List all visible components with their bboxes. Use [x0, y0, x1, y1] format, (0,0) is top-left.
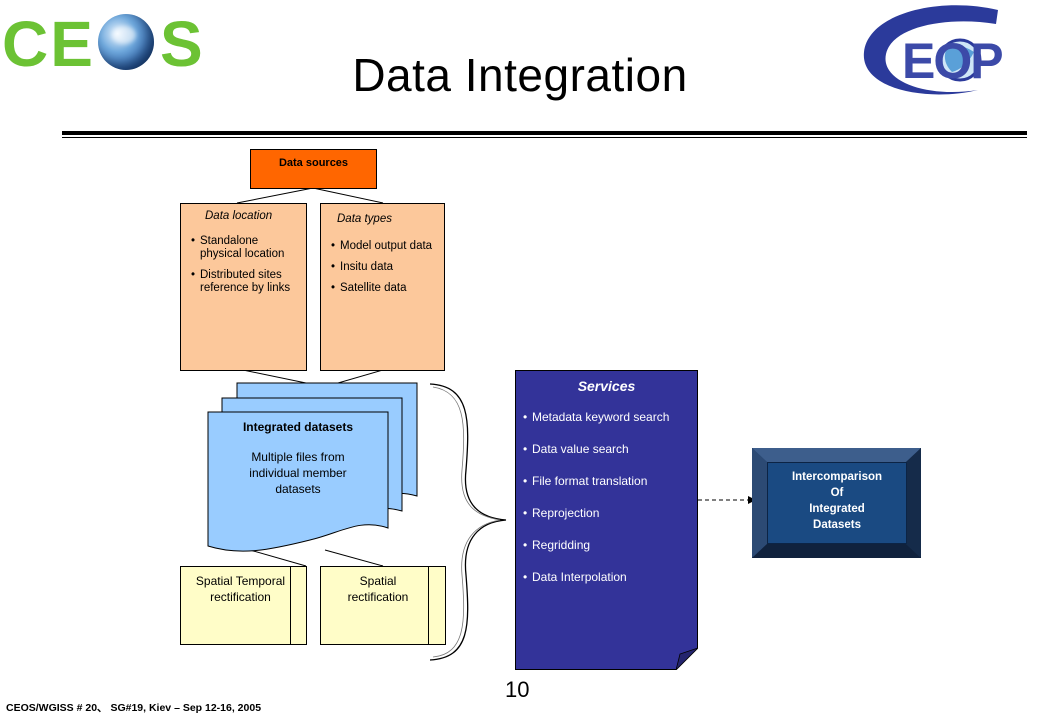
- services-item: Data Interpolation: [516, 570, 697, 602]
- integrated-datasets-stack: [207, 382, 418, 552]
- spatial-temporal-rectification-label: Spatial Temporal rectification: [195, 574, 286, 604]
- services-item: Regridding: [516, 538, 697, 570]
- title-divider: [62, 131, 1027, 135]
- services-title: Services: [577, 378, 636, 394]
- services-item: File format translation: [516, 474, 697, 506]
- connector-location-integrated: [242, 369, 307, 384]
- intercomparison-line: Of: [830, 487, 844, 499]
- data-types-box: Data types Model output data Insitu data…: [320, 203, 445, 371]
- intercomparison-line: Datasets: [813, 519, 861, 531]
- ceos-logo-letter-s: S: [160, 8, 205, 80]
- data-location-box: Data location Standalone physical locati…: [180, 203, 307, 371]
- brace-icon: [429, 383, 507, 661]
- footer-text: CEOS/WGISS # 20、 SG#19, Kiev – Sep 12-16…: [6, 702, 262, 714]
- rectification-left-bar: [290, 566, 291, 645]
- data-types-item: Insitu data: [330, 261, 436, 274]
- rectification-right-bar: [428, 566, 429, 645]
- page-number: 10: [505, 677, 530, 702]
- data-location-item: Standalone physical location: [190, 235, 298, 261]
- data-sources-box: Data sources: [250, 149, 377, 189]
- services-item: Data value search: [516, 442, 697, 474]
- intercomparison-bevel: [752, 448, 921, 558]
- ceop-logo-letters: EOP: [902, 33, 1004, 89]
- spatial-temporal-rectification-box: Spatial Temporal rectification: [180, 566, 307, 645]
- connector-integrated-left: [249, 549, 307, 567]
- connector-sources-location: [236, 187, 314, 204]
- page-fold-icon: [676, 648, 698, 670]
- data-location-item: Distributed sites reference by links: [190, 269, 298, 295]
- intercomparison-line: Intercomparison: [791, 471, 883, 483]
- services-item: Metadata keyword search: [516, 410, 697, 442]
- data-types-title: Data types: [337, 213, 392, 225]
- spatial-rectification-label: Spatial rectification: [347, 574, 409, 604]
- document-front-icon: [207, 411, 389, 552]
- page-title: Data Integration: [352, 49, 688, 101]
- connector-sources-types: [312, 187, 384, 204]
- integrated-datasets-desc: Multiple files from individual member da…: [249, 450, 347, 496]
- data-types-item: Model output data: [330, 240, 436, 253]
- spatial-rectification-box: Spatial rectification: [320, 566, 446, 645]
- services-box: Services Metadata keyword search Data va…: [515, 370, 698, 670]
- data-location-title: Data location: [205, 210, 273, 222]
- connector-types-integrated: [337, 369, 384, 384]
- ceos-logo-letters-ce: CE: [2, 8, 95, 80]
- ceos-logo: CE S: [0, 6, 203, 80]
- connector-integrated-right: [324, 549, 384, 567]
- title-divider-thin: [62, 137, 1027, 138]
- intercomparison-line: Integrated: [809, 503, 865, 515]
- ceop-logo: EOP: [858, 2, 1040, 102]
- ceop-logo-swoosh-icon: [863, 5, 998, 95]
- intercomparison-box: Intercomparison Of Integrated Datasets: [767, 462, 907, 544]
- data-types-item: Satellite data: [330, 282, 436, 295]
- services-item: Reprojection: [516, 506, 697, 538]
- globe-icon: [98, 14, 154, 70]
- integrated-datasets-title: Integrated datasets: [242, 420, 354, 434]
